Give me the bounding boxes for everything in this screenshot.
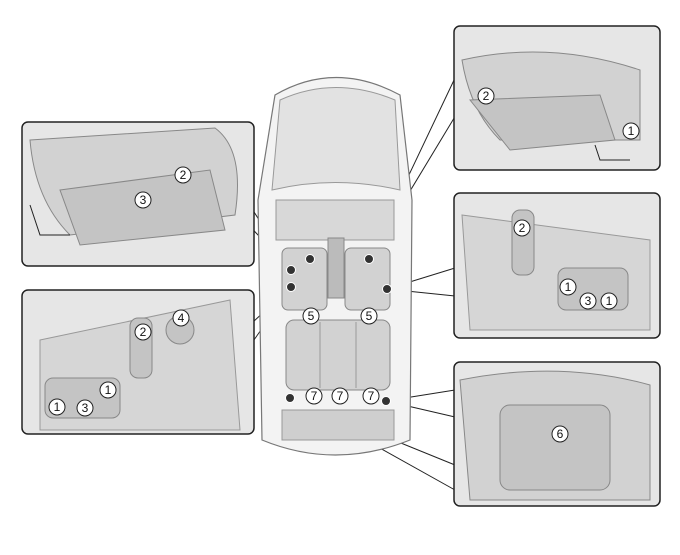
svg-text:2: 2 (483, 89, 490, 103)
svg-text:6: 6 (557, 427, 564, 441)
panel-passenger-switches (453, 192, 661, 339)
callout-1: 1 (559, 278, 577, 296)
callout-5: 5 (302, 307, 320, 325)
svg-text:1: 1 (565, 280, 572, 294)
callout-5: 5 (360, 307, 378, 325)
svg-text:7: 7 (337, 389, 344, 403)
car-top-view (257, 76, 413, 456)
callout-7: 7 (362, 387, 380, 405)
svg-text:7: 7 (368, 389, 375, 403)
svg-text:2: 2 (519, 221, 526, 235)
callout-7: 7 (331, 387, 349, 405)
svg-text:3: 3 (140, 193, 147, 207)
callout-3: 3 (76, 399, 94, 417)
callout-1: 1 (622, 122, 640, 140)
callout-2: 2 (477, 87, 495, 105)
svg-text:3: 3 (585, 294, 592, 308)
callout-1: 1 (99, 381, 117, 399)
svg-text:7: 7 (311, 389, 318, 403)
svg-text:2: 2 (140, 325, 147, 339)
callout-6: 6 (551, 425, 569, 443)
svg-text:1: 1 (54, 400, 61, 414)
callout-3: 3 (579, 292, 597, 310)
callout-1: 1 (48, 398, 66, 416)
location-markers (285, 254, 392, 406)
callout-1: 1 (600, 292, 618, 310)
callout-3: 3 (134, 191, 152, 209)
svg-text:5: 5 (308, 309, 315, 323)
callout-2: 2 (513, 219, 531, 237)
svg-text:3: 3 (82, 401, 89, 415)
callout-7: 7 (305, 387, 323, 405)
svg-text:1: 1 (105, 383, 112, 397)
svg-text:4: 4 (178, 311, 185, 325)
svg-text:1: 1 (606, 294, 613, 308)
svg-text:5: 5 (366, 309, 373, 323)
callout-2: 2 (174, 166, 192, 184)
callout-4: 4 (172, 309, 190, 327)
panel-passenger-seat-side (453, 25, 661, 171)
callout-2: 2 (134, 323, 152, 341)
svg-text:1: 1 (628, 124, 635, 138)
svg-text:2: 2 (180, 168, 187, 182)
